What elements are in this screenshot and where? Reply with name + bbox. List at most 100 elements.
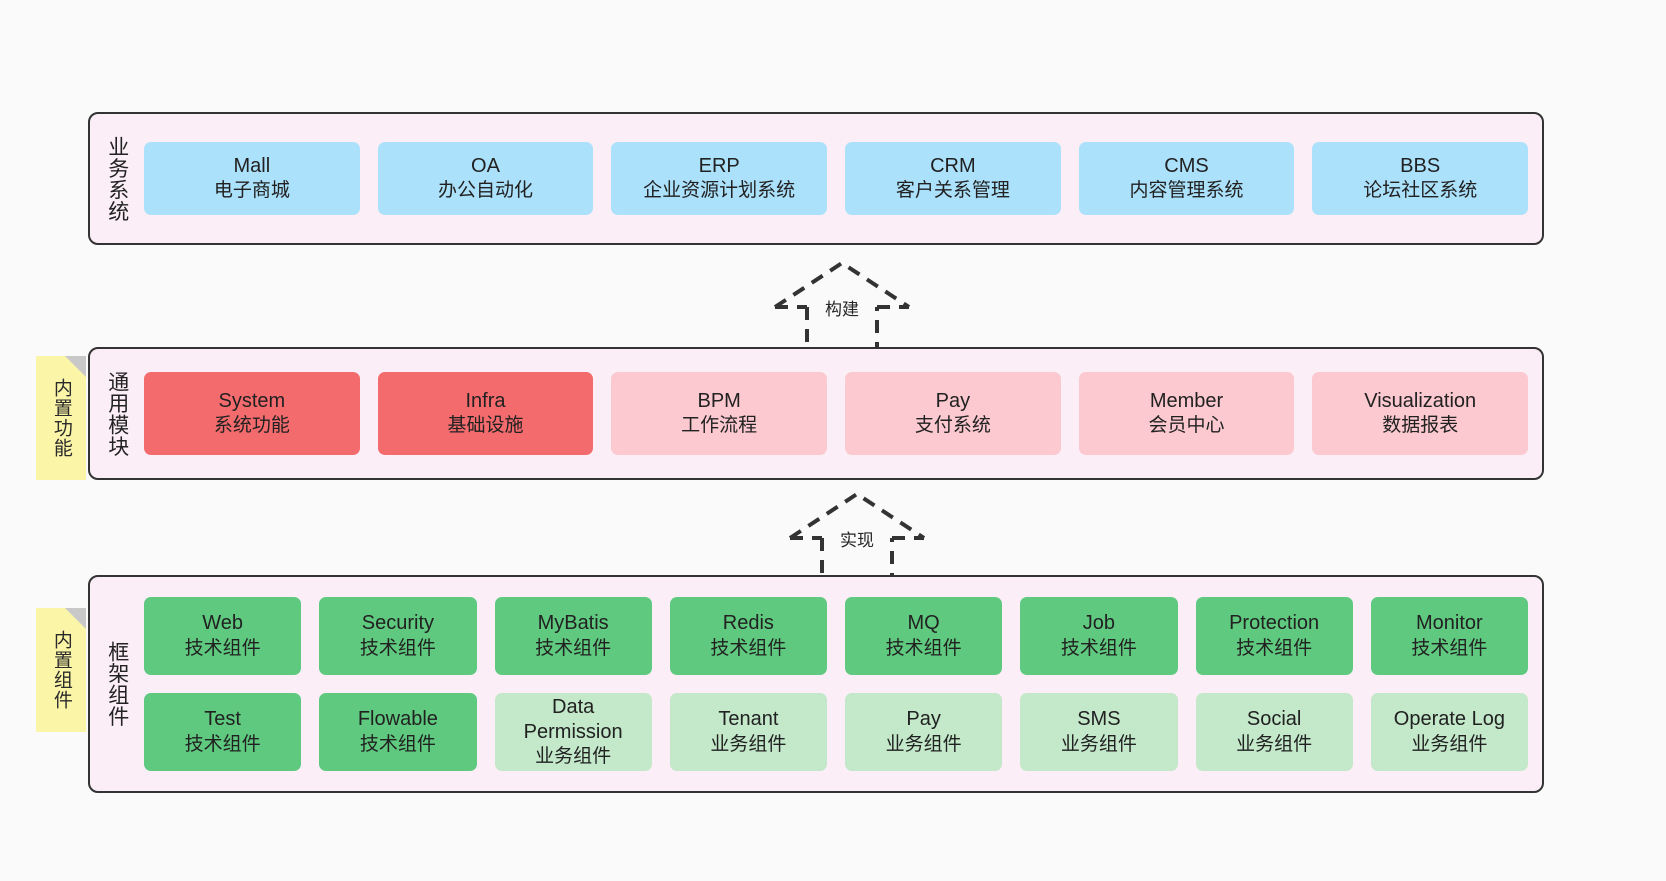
card-data-permission[interactable]: Data Permission 业务组件 [494,693,652,771]
card-subtitle: 技术组件 [710,637,787,659]
layer-modules-caption: 通用模块 [105,370,129,457]
card-subtitle: 技术组件 [359,733,436,755]
card-title: SMS [1077,708,1121,731]
card-subtitle: 内容管理系统 [1129,180,1244,202]
card-member[interactable]: Member 会员中心 [1078,372,1295,455]
card-tenant[interactable]: Tenant 业务组件 [669,693,827,771]
card-title: Monitor [1416,612,1483,635]
card-subtitle: 工作流程 [681,415,758,437]
card-title: BPM [697,389,741,412]
sticky-note-label: 内置功能 [50,378,72,458]
card-subtitle: 业务组件 [1060,733,1137,755]
card-title: Test [204,708,241,731]
layer-framework-body: Web 技术组件 Security 技术组件 MyBatis 技术组件 Redi… [144,577,1542,791]
card-cms[interactable]: CMS 内容管理系统 [1078,142,1295,215]
card-title: Flowable [357,708,438,731]
card-subtitle: 技术组件 [359,637,436,659]
card-subtitle: 技术组件 [1060,637,1137,659]
sticky-note-builtin-features: 内置功能 [36,356,86,480]
layer-framework-caption: 框架组件 [105,641,129,727]
card-subtitle: 业务组件 [1236,733,1313,755]
connector-implement: 实现 [772,488,942,584]
card-redis[interactable]: Redis 技术组件 [669,597,827,675]
card-subtitle: 技术组件 [1411,637,1488,659]
sticky-note-label: 内置组件 [50,630,72,710]
card-crm[interactable]: CRM 客户关系管理 [845,142,1061,215]
card-title: Protection [1229,612,1320,635]
card-mall[interactable]: Mall 电子商城 [144,142,360,215]
card-subtitle: 业务组件 [885,733,962,755]
card-title: Social [1246,708,1302,731]
card-mybatis[interactable]: MyBatis 技术组件 [494,597,652,675]
layer-framework-components: 框架组件 Web 技术组件 Security 技术组件 MyBatis 技术组件… [88,575,1544,793]
card-subtitle: 支付系统 [914,415,991,437]
sticky-note-builtin-components: 内置组件 [36,608,86,732]
card-subtitle: 业务组件 [710,733,787,755]
card-title: ERP [698,154,740,177]
card-title: Data Permission [523,695,623,744]
card-title: BBS [1400,154,1441,177]
card-bpm[interactable]: BPM 工作流程 [611,372,828,455]
card-subtitle: 系统功能 [213,415,290,437]
connector-build: 构建 [757,257,927,353]
card-title: Web [202,612,243,635]
layer-business-body: Mall 电子商城 OA 办公自动化 ERP 企业资源计划系统 CRM 客户关系… [144,114,1542,243]
card-subtitle: 数据报表 [1382,415,1459,437]
card-subtitle: 技术组件 [885,637,962,659]
card-system[interactable]: System 系统功能 [144,372,360,455]
card-infra[interactable]: Infra 基础设施 [377,372,594,455]
card-title: OA [471,154,500,177]
card-subtitle: 技术组件 [1236,637,1313,659]
card-title: Pay [906,708,941,731]
card-visualization[interactable]: Visualization 数据报表 [1312,372,1529,455]
card-web[interactable]: Web 技术组件 [144,597,302,675]
card-subtitle: 技术组件 [184,733,261,755]
card-subtitle: 会员中心 [1148,415,1225,437]
card-title: Mall [233,154,271,177]
card-title: Member [1149,389,1224,412]
card-title: CRM [930,154,976,177]
card-erp[interactable]: ERP 企业资源计划系统 [611,142,828,215]
arrowhead-dashed [788,491,926,540]
card-test[interactable]: Test 技术组件 [144,693,302,771]
card-mq[interactable]: MQ 技术组件 [845,597,1003,675]
card-title: CMS [1164,154,1209,177]
card-title: Redis [722,612,774,635]
card-title: System [218,389,286,412]
card-monitor[interactable]: Monitor 技术组件 [1370,597,1528,675]
layer-modules-body: System 系统功能 Infra 基础设施 BPM 工作流程 Pay 支付系统… [144,349,1542,478]
card-subtitle: 客户关系管理 [895,180,1010,202]
card-title: MyBatis [537,612,609,635]
card-bbs[interactable]: BBS 论坛社区系统 [1312,142,1529,215]
framework-card-row-business: Test 技术组件 Flowable 技术组件 Data Permission … [144,693,1528,771]
card-flowable[interactable]: Flowable 技术组件 [319,693,477,771]
card-subtitle: 技术组件 [535,637,612,659]
framework-card-row-technical: Web 技术组件 Security 技术组件 MyBatis 技术组件 Redi… [144,597,1528,675]
card-title: Security [361,612,434,635]
card-title: Job [1082,612,1115,635]
card-security[interactable]: Security 技术组件 [319,597,477,675]
layer-business-systems: 业务系统 Mall 电子商城 OA 办公自动化 ERP 企业资源计划系统 CRM [88,112,1544,245]
card-title: Pay [935,389,971,412]
card-operate-log[interactable]: Operate Log 业务组件 [1370,693,1528,771]
card-subtitle: 业务组件 [1411,733,1488,755]
card-subtitle: 办公自动化 [438,180,534,202]
card-job[interactable]: Job 技术组件 [1020,597,1178,675]
card-title: Tenant [718,708,779,731]
card-subtitle: 业务组件 [535,746,612,768]
card-sms[interactable]: SMS 业务组件 [1020,693,1178,771]
card-title: MQ [907,612,940,635]
layer-common-modules: 通用模块 System 系统功能 Infra 基础设施 BPM 工作流程 Pay [88,347,1544,480]
card-social[interactable]: Social 业务组件 [1195,693,1353,771]
card-pay-business[interactable]: Pay 业务组件 [845,693,1003,771]
card-subtitle: 电子商城 [213,180,290,202]
card-oa[interactable]: OA 办公自动化 [377,142,594,215]
card-title: Visualization [1364,389,1477,412]
card-pay[interactable]: Pay 支付系统 [845,372,1061,455]
card-title: Infra [465,389,506,412]
business-card-row: Mall 电子商城 OA 办公自动化 ERP 企业资源计划系统 CRM 客户关系… [144,142,1529,215]
layer-business-caption: 业务系统 [105,135,129,222]
card-subtitle: 论坛社区系统 [1363,180,1478,202]
card-protection[interactable]: Protection 技术组件 [1195,597,1353,675]
